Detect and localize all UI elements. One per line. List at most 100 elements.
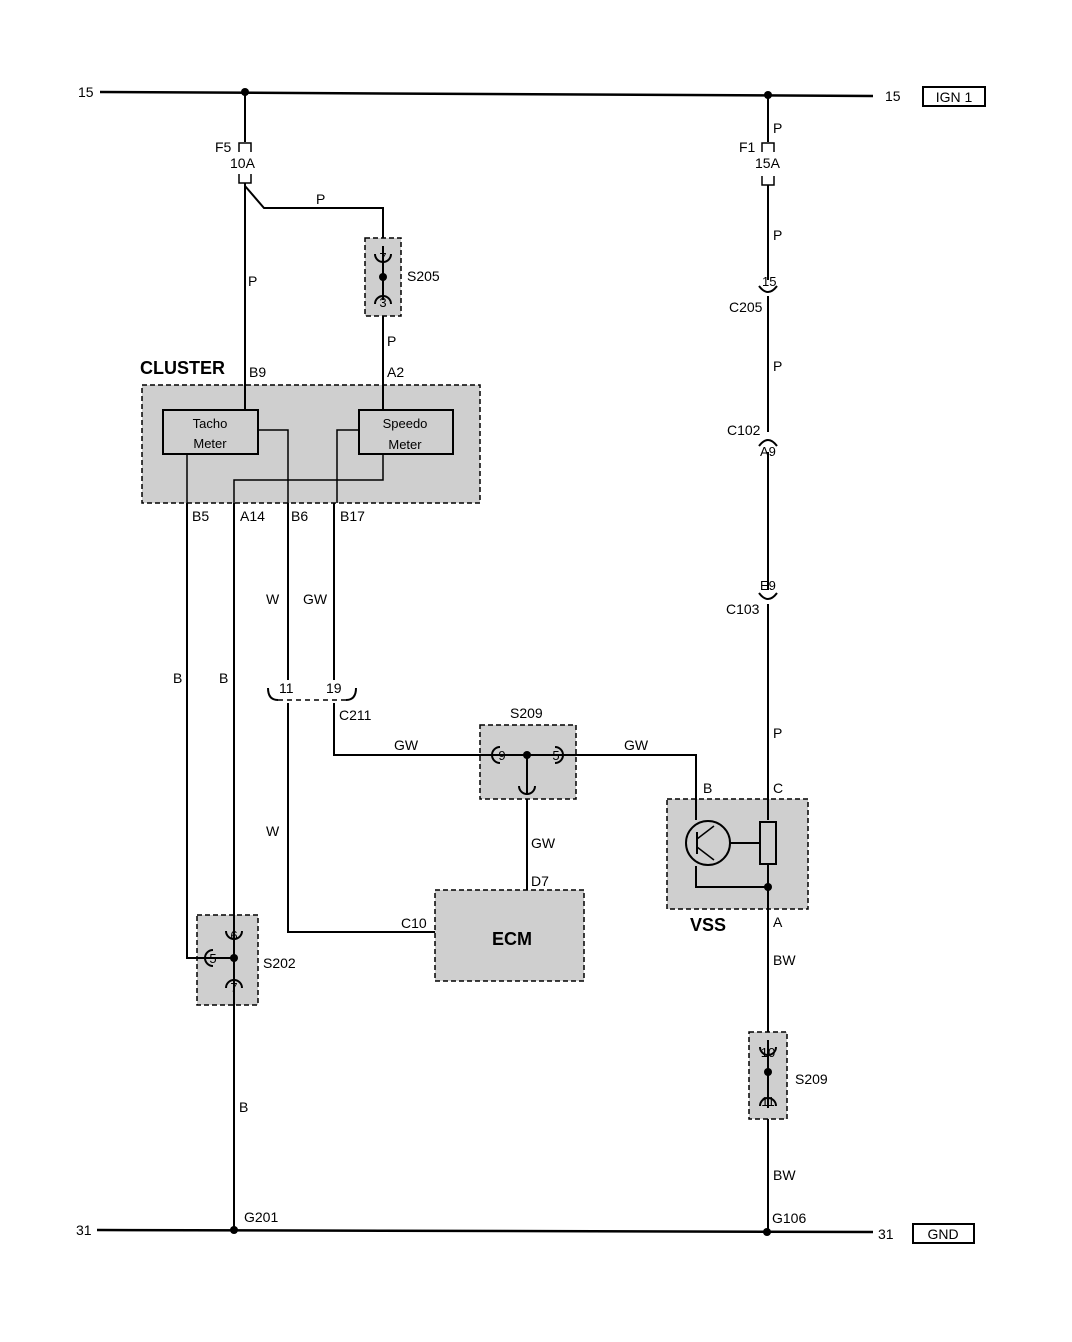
s202-pin-top: 6	[230, 928, 237, 943]
s209-mid-label: S209	[510, 705, 543, 721]
wire-label-gw: GW	[624, 737, 649, 753]
c103-label: C103	[726, 601, 760, 617]
c102-pin: A9	[760, 444, 776, 459]
c211-pin-11: 11	[279, 680, 294, 696]
ground-g201-label: G201	[244, 1209, 278, 1225]
s205-splice	[374, 246, 392, 305]
speedo-label-1: Speedo	[383, 416, 428, 431]
wire-p-to-s205	[244, 185, 384, 238]
s209-mid-pin-left: 9	[498, 748, 505, 763]
wire-label-gw: GW	[394, 737, 419, 753]
fuse-f5	[238, 92, 252, 410]
wire-w-c211-to-ecm	[287, 703, 435, 933]
cluster-internal-wire	[336, 429, 359, 503]
s209-low-label: S209	[795, 1071, 828, 1087]
s205-label: S205	[407, 268, 440, 284]
vss-pin-a: A	[773, 914, 783, 930]
s202-label: S202	[263, 955, 296, 971]
c102-label: C102	[727, 422, 761, 438]
tacho-label-1: Tacho	[193, 416, 228, 431]
cluster-pin-a14: A14	[240, 508, 265, 524]
s202-pin-left: 5	[209, 951, 216, 966]
ground-rail	[96, 1228, 874, 1234]
c103-pin: E9	[760, 578, 776, 593]
fuse-f1-name: F1	[739, 139, 756, 155]
fuse-f5-name: F5	[215, 139, 232, 155]
wire-gw-c211-to-s209	[333, 703, 492, 756]
connector-c211	[267, 687, 357, 701]
wire-label-b: B	[173, 670, 182, 686]
wire-label-p: P	[316, 191, 325, 207]
connector-c102	[758, 439, 778, 447]
cluster-pin-a2: A2	[387, 364, 404, 380]
vss-title: VSS	[690, 915, 726, 935]
wire-gw-s209-to-vss	[566, 754, 697, 820]
speedo-meter-box	[358, 409, 454, 455]
s209-mid-pin-right: 5	[552, 748, 559, 763]
ecm-pin-c10: C10	[401, 915, 427, 931]
wire-label-p: P	[773, 725, 782, 741]
c205-label: C205	[729, 299, 763, 315]
s209-mid-splice	[491, 746, 566, 795]
tacho-label-2: Meter	[193, 436, 227, 451]
wire-label-p: P	[248, 273, 257, 289]
wire-label-p: P	[387, 333, 396, 349]
wire-label-p: P	[773, 227, 782, 243]
cluster-pin-b9: B9	[249, 364, 266, 380]
cluster-title: CLUSTER	[140, 358, 225, 378]
wire-label-gw: GW	[303, 591, 328, 607]
connector-c205	[758, 285, 778, 293]
ecm-pin-d7: D7	[531, 873, 549, 889]
cluster-pin-b6: B6	[291, 508, 308, 524]
wire-label-bw: BW	[773, 952, 796, 968]
vss-pin-b: B	[703, 780, 712, 796]
c205-pin: 15	[762, 274, 776, 289]
s209-low-splice	[759, 1040, 777, 1108]
wire-label-p: P	[773, 120, 782, 136]
vss-pin-c: C	[773, 780, 783, 796]
wire-label-w: W	[266, 823, 280, 839]
gnd-tag-label: GND	[927, 1226, 958, 1242]
connector-c103	[758, 592, 778, 600]
ign1-rail	[99, 90, 874, 98]
ign1-tag	[922, 86, 986, 107]
s205-pin-top: 7	[379, 250, 386, 265]
wire-label-w: W	[266, 591, 280, 607]
cluster-internal-wire	[258, 429, 289, 503]
wire-label-bw: BW	[773, 1167, 796, 1183]
wire-label-b: B	[219, 670, 228, 686]
wire-label-p: P	[773, 358, 782, 374]
cluster-pin-b17: B17	[340, 508, 365, 524]
speedo-label-2: Meter	[388, 437, 422, 452]
ecm-housing	[434, 889, 585, 982]
gnd-tag	[912, 1223, 975, 1244]
s202-splice-pack	[196, 914, 259, 1006]
ign1-tag-label: IGN 1	[936, 89, 973, 105]
rail-15-left: 15	[78, 84, 94, 100]
wire-b-b5-to-s202	[186, 503, 205, 959]
s209-low-pin-top: 10	[761, 1045, 775, 1060]
c211-label: C211	[339, 707, 372, 723]
wire-label-b: B	[239, 1099, 248, 1115]
c211-pin-19: 19	[326, 680, 342, 696]
wire-label-gw: GW	[531, 835, 556, 851]
s209-low-pin-bottom: 11	[761, 1094, 775, 1109]
cluster-pin-b5: B5	[192, 508, 209, 524]
s205-pin-bottom: 3	[379, 295, 386, 310]
s202-splice	[204, 930, 243, 989]
rail-31-right: 31	[878, 1226, 894, 1242]
tacho-meter-box	[162, 409, 259, 455]
fuse-f1-rating: 15A	[755, 155, 781, 171]
ecm-title: ECM	[492, 929, 532, 949]
ground-g106-label: G106	[772, 1210, 806, 1226]
fuse-f1	[761, 95, 775, 186]
fuse-f5-rating: 10A	[230, 155, 256, 171]
s202-pin-bottom: 7	[230, 980, 237, 995]
vss-housing	[666, 798, 809, 910]
rail-31-left: 31	[76, 1222, 92, 1238]
vss-sensor	[685, 820, 777, 891]
rail-15-right: 15	[885, 88, 901, 104]
cluster-internal-wire	[233, 454, 384, 503]
cluster-housing	[141, 384, 481, 504]
